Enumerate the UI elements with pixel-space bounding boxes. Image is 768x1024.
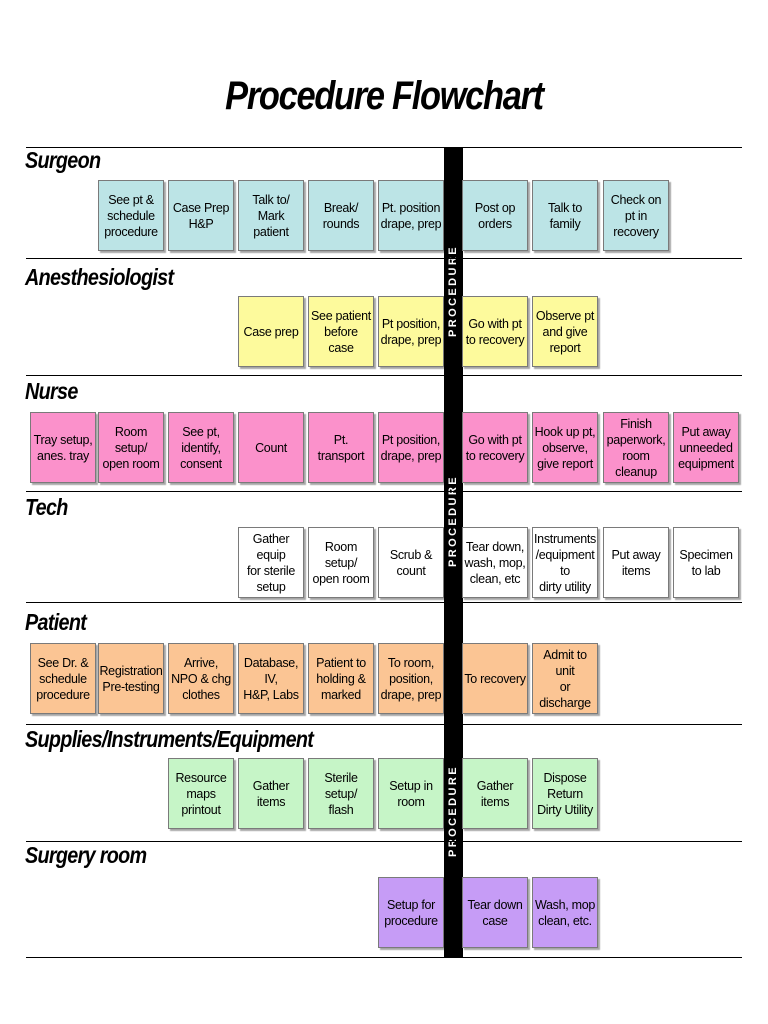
step-box-surgeon: Talk to family <box>532 180 598 251</box>
lane-divider <box>26 491 742 492</box>
lane-label-nurse: Nurse <box>25 378 78 404</box>
step-box-nurse: Pt. transport <box>308 412 374 483</box>
step-box-patient: Patient to holding & marked <box>308 643 374 714</box>
page-title: Procedure Flowchart <box>225 74 544 118</box>
step-box-tech: Instruments /equipment to dirty utility <box>532 527 598 598</box>
step-box-supplies-instruments-equipment: Setup in room <box>378 758 444 829</box>
procedure-label: PROCEDURE <box>447 475 459 567</box>
step-box-nurse: Put away unneeded equipment <box>673 412 739 483</box>
step-box-patient: See Dr. & schedule procedure <box>30 643 96 714</box>
step-box-tech: Scrub & count <box>378 527 444 598</box>
step-box-tech: Gather equip for sterile setup <box>238 527 304 598</box>
step-box-surgeon: Check on pt in recovery <box>603 180 669 251</box>
step-box-surgeon: Pt. position drape, prep <box>378 180 444 251</box>
step-box-nurse: Count <box>238 412 304 483</box>
step-box-patient: Database, IV, H&P, Labs <box>238 643 304 714</box>
step-box-tech: Specimen to lab <box>673 527 739 598</box>
step-box-surgeon: Break/ rounds <box>308 180 374 251</box>
lane-label-patient: Patient <box>25 609 87 635</box>
step-box-patient: To room, position, drape, prep <box>378 643 444 714</box>
step-box-surgery-room: Tear down case <box>462 877 528 948</box>
step-box-surgeon: Talk to/ Mark patient <box>238 180 304 251</box>
bottom-divider <box>26 957 742 958</box>
step-box-nurse: See pt, identify, consent <box>168 412 234 483</box>
lane-label-supplies-instruments-equipment: Supplies/Instruments/Equipment <box>25 726 314 752</box>
step-box-patient: Admit to unit or discharge <box>532 643 598 714</box>
lane-divider <box>26 258 742 259</box>
procedure-divider-bar <box>444 147 463 958</box>
step-box-surgeon: Case Prep H&P <box>168 180 234 251</box>
procedure-label: PROCEDURE <box>447 245 459 337</box>
step-box-tech: Put away items <box>603 527 669 598</box>
lane-divider <box>26 724 742 725</box>
step-box-anesthesiologist: See patient before case <box>308 296 374 367</box>
lane-label-anesthesiologist: Anesthesiologist <box>25 264 174 290</box>
lane-label-surgeon: Surgeon <box>25 147 101 173</box>
step-box-nurse: Hook up pt, observe, give report <box>532 412 598 483</box>
step-box-anesthesiologist: Observe pt and give report <box>532 296 598 367</box>
step-box-surgery-room: Wash, mop clean, etc. <box>532 877 598 948</box>
step-box-patient: To recovery <box>462 643 528 714</box>
step-box-supplies-instruments-equipment: Sterile setup/ flash <box>308 758 374 829</box>
step-box-supplies-instruments-equipment: Resource maps printout <box>168 758 234 829</box>
lane-divider <box>26 602 742 603</box>
step-box-anesthesiologist: Case prep <box>238 296 304 367</box>
step-box-surgery-room: Setup for procedure <box>378 877 444 948</box>
step-box-patient: Registration Pre-testing <box>98 643 164 714</box>
lane-label-tech: Tech <box>25 494 68 520</box>
step-box-nurse: Room setup/ open room <box>98 412 164 483</box>
step-box-nurse: Tray setup, anes. tray <box>30 412 96 483</box>
lane-divider <box>26 147 742 148</box>
step-box-nurse: Go with pt to recovery <box>462 412 528 483</box>
step-box-anesthesiologist: Go with pt to recovery <box>462 296 528 367</box>
step-box-nurse: Finish paperwork, room cleanup <box>603 412 669 483</box>
step-box-tech: Tear down, wash, mop, clean, etc <box>462 527 528 598</box>
procedure-label: PROCEDURE <box>447 765 459 857</box>
step-box-supplies-instruments-equipment: Gather items <box>238 758 304 829</box>
step-box-surgeon: Post op orders <box>462 180 528 251</box>
step-box-patient: Arrive, NPO & chg clothes <box>168 643 234 714</box>
step-box-tech: Room setup/ open room <box>308 527 374 598</box>
step-box-nurse: Pt position, drape, prep <box>378 412 444 483</box>
lane-divider <box>26 375 742 376</box>
lane-divider <box>26 841 742 842</box>
step-box-surgeon: See pt & schedule procedure <box>98 180 164 251</box>
step-box-supplies-instruments-equipment: Gather items <box>462 758 528 829</box>
step-box-anesthesiologist: Pt position, drape, prep <box>378 296 444 367</box>
lane-label-surgery-room: Surgery room <box>25 842 147 868</box>
step-box-supplies-instruments-equipment: Dispose Return Dirty Utility <box>532 758 598 829</box>
